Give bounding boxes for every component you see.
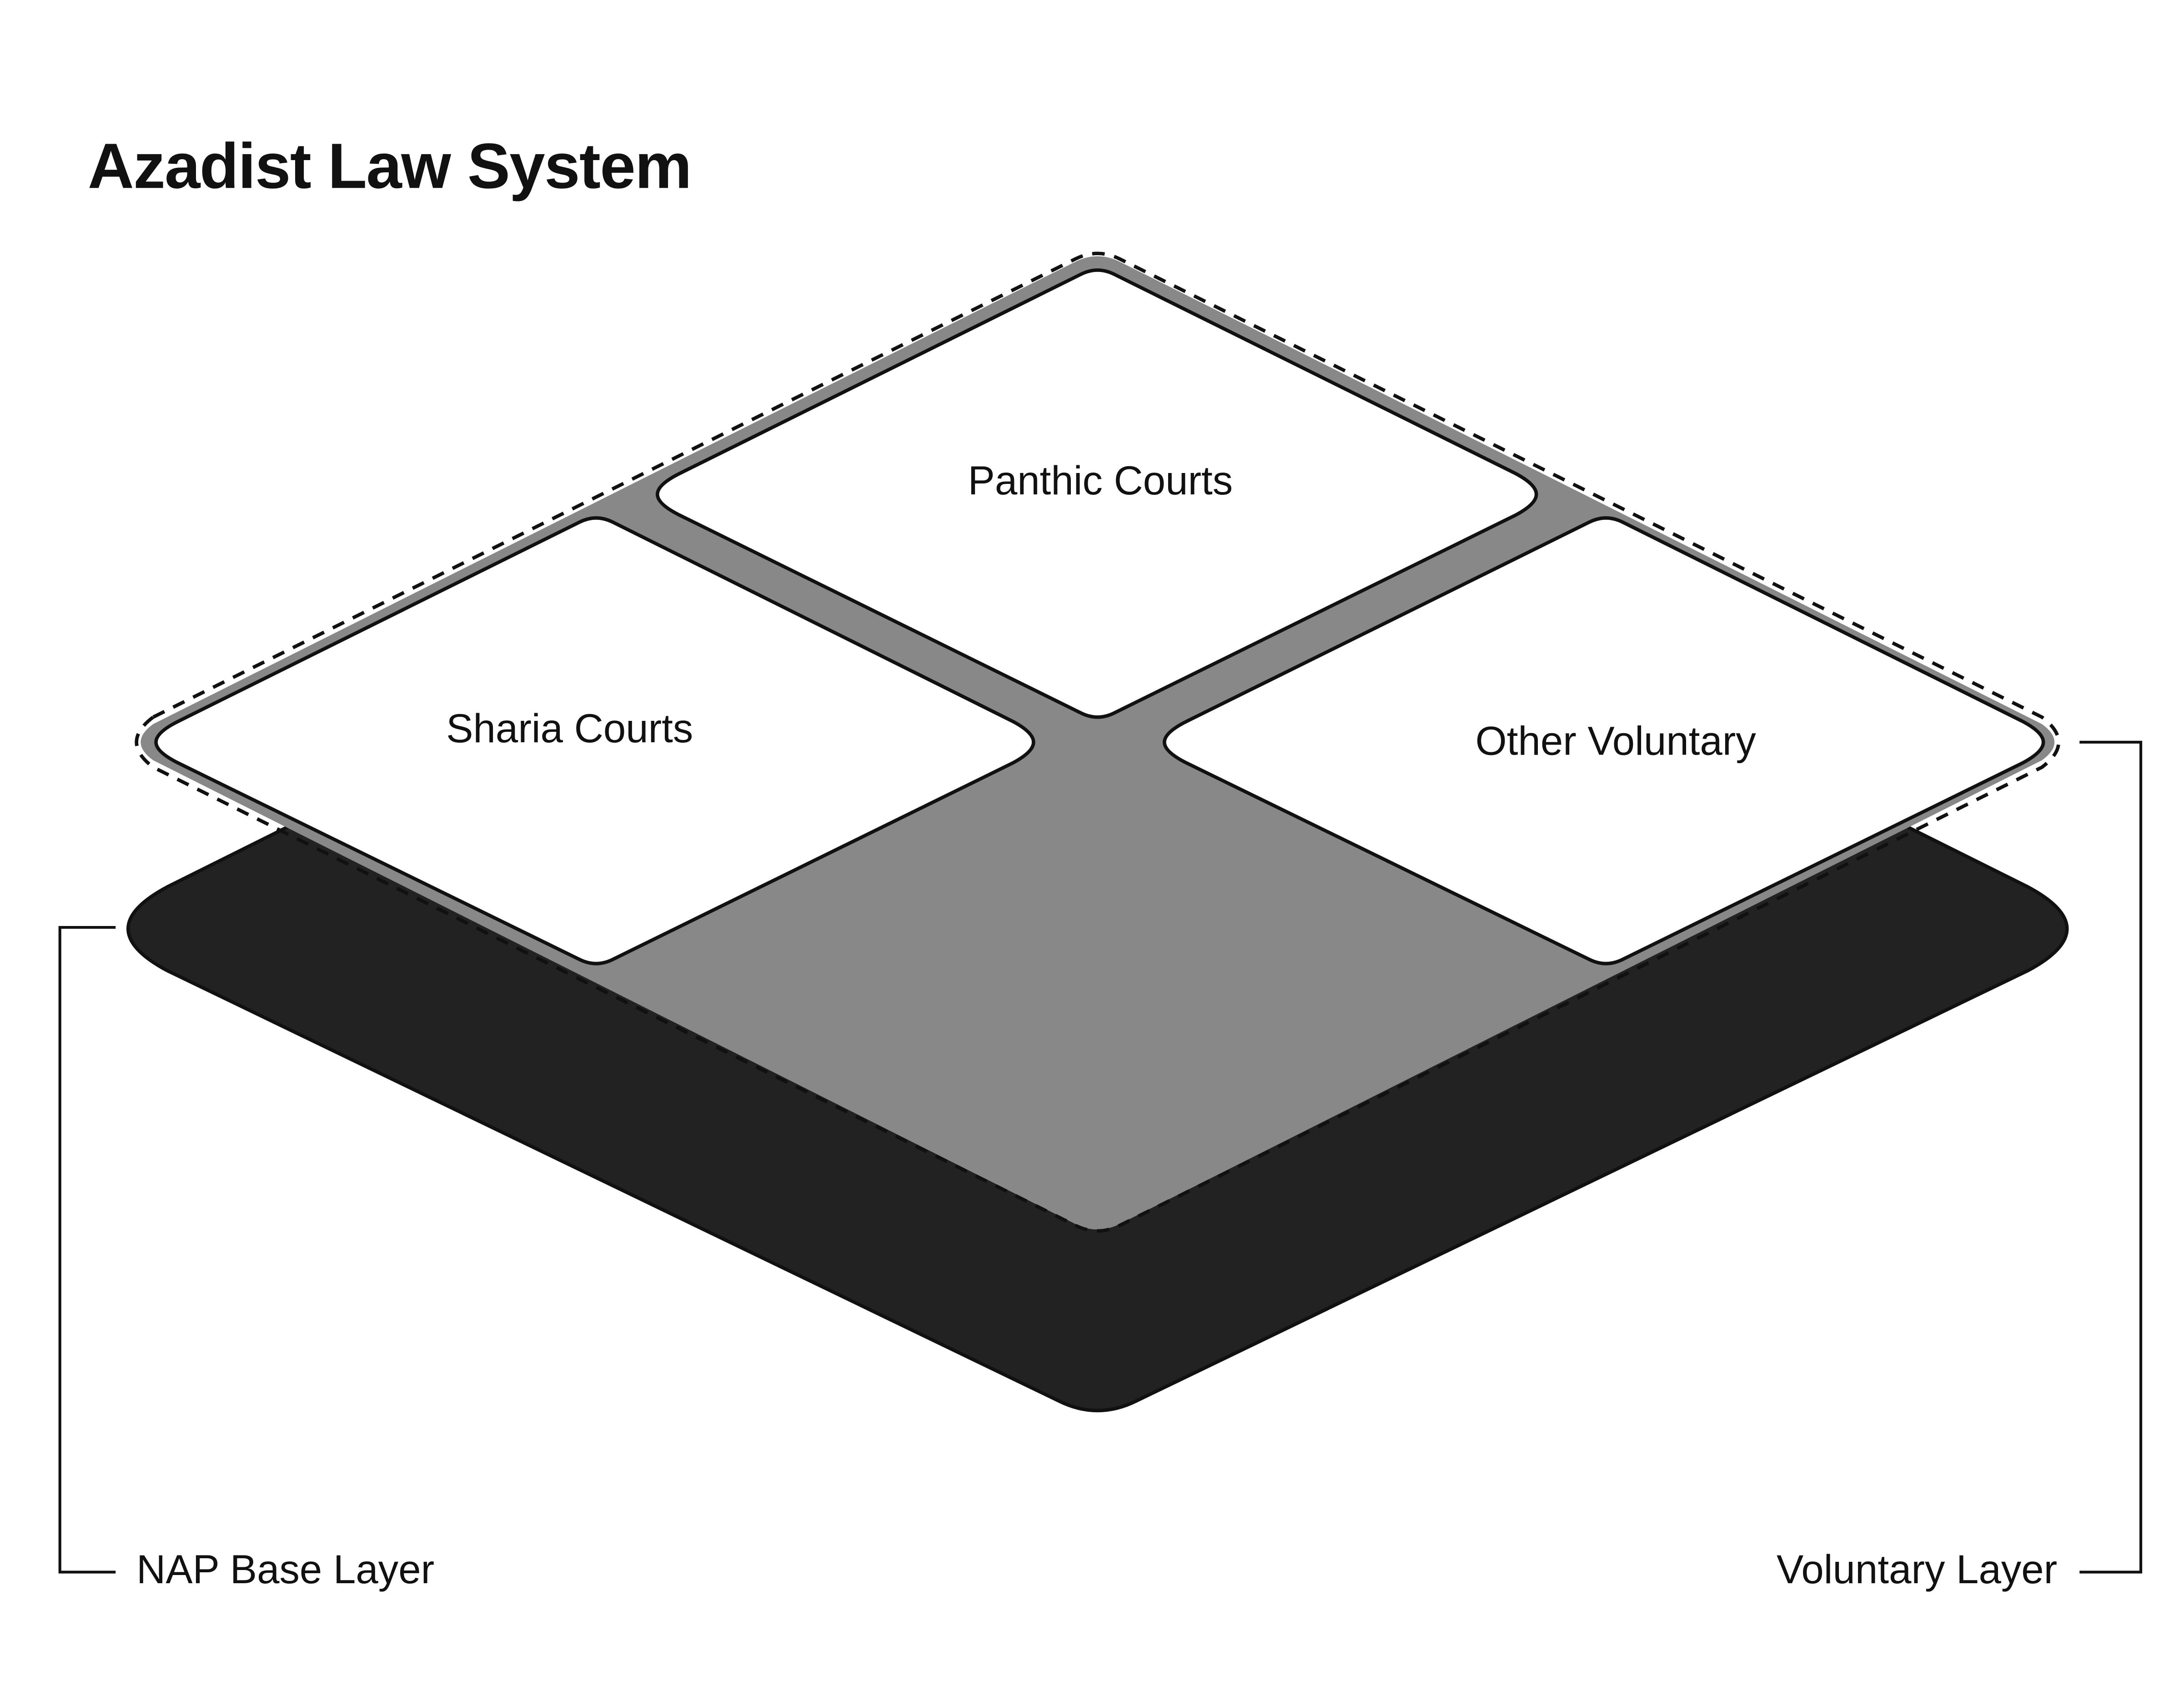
tile-other-voluntary[interactable]: Other Voluntary — [1162, 516, 2045, 966]
voluntary-layer-bracket — [2079, 740, 2143, 1574]
voluntary-layer-label: Voluntary Layer — [1777, 1547, 2057, 1592]
other-voluntary-label: Other Voluntary — [1476, 718, 1757, 763]
nap-base-layer-label: NAP Base Layer — [136, 1547, 434, 1592]
tile-panthic-courts[interactable]: Panthic Courts — [655, 268, 1538, 719]
voluntary-layer-outline — [135, 252, 2060, 1233]
tile-sharia-courts[interactable]: Sharia Courts — [154, 516, 1035, 966]
panthic-courts-label: Panthic Courts — [968, 458, 1233, 503]
voluntary-layer-surface — [141, 256, 2055, 1230]
other-voluntary-shape — [1162, 516, 2045, 966]
sharia-courts-shape — [154, 516, 1035, 966]
sharia-courts-label: Sharia Courts — [446, 706, 693, 751]
diagram-title: Azadist Law System — [88, 130, 691, 201]
panthic-courts-shape — [655, 268, 1538, 719]
nap-base-bracket — [58, 926, 116, 1574]
